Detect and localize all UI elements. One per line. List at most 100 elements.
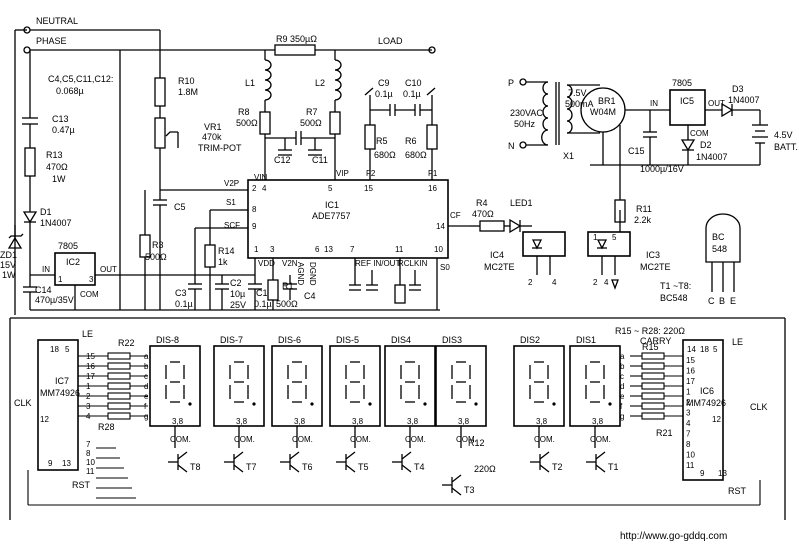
vr1-label: VR1: [204, 122, 222, 132]
d3-label: D3: [732, 84, 744, 94]
svg-text:3,8: 3,8: [236, 417, 248, 426]
svg-text:2: 2: [593, 278, 598, 287]
ic6-carry: CARRY: [640, 336, 671, 346]
ic2-part: 7805: [58, 241, 78, 251]
c9-value: 0.1µ: [375, 89, 393, 99]
r1-value: 500Ω: [276, 299, 298, 309]
watermark: http://www.go-gddq.com: [620, 531, 727, 542]
ic6-pin-label: 15: [686, 356, 695, 365]
resistor: [107, 382, 131, 390]
supply-chain: C13 0.47µ R13 470Ω 1W D1 1N4007 ZD1 15V …: [0, 50, 75, 280]
transistor: T2: [530, 451, 563, 473]
svg-text:VDD: VDD: [258, 259, 275, 268]
power-supply: P N 230VAC 50Hz X1 7.5V 500mA BR1 W04M 7…: [508, 78, 798, 174]
t-type: BC548: [660, 293, 688, 303]
svg-text:13: 13: [718, 469, 727, 478]
d1-label: D1: [40, 207, 52, 217]
svg-text:9: 9: [48, 459, 53, 468]
c14-label: C14: [35, 285, 52, 295]
transistor-label: T6: [302, 462, 313, 472]
display-com-label: COM.: [534, 435, 555, 444]
resistor: [641, 362, 665, 370]
r4-label: R4: [476, 198, 488, 208]
caps-note-1: C4,C5,C11,C12:: [48, 74, 113, 84]
r8-value: 500Ω: [236, 118, 258, 128]
resistor: [107, 362, 131, 370]
svg-text:AGND: AGND: [296, 262, 305, 285]
ic1-support: R14 1k C3 0.1µ C2 10µ 25V C1 0.1µ R1 500…: [175, 209, 438, 310]
svg-text:8: 8: [252, 205, 257, 214]
br1-value: W04M: [590, 107, 616, 117]
svg-text:4: 4: [604, 278, 609, 287]
transistor-label: T5: [358, 462, 369, 472]
display-label: DIS3: [442, 335, 462, 345]
svg-text:F1: F1: [428, 169, 438, 178]
zd1-watt: 1W: [2, 270, 16, 280]
c13-label: C13: [52, 114, 69, 124]
l1-label: L1: [245, 78, 255, 88]
svg-text:12: 12: [40, 415, 49, 424]
sense-network: R10 1.8M VR1 470k TRIM-POT C5 R3 500Ω: [119, 30, 248, 310]
t-range: T1 ~T8:: [660, 281, 691, 291]
display-label: DIS1: [576, 335, 596, 345]
c4-label: C4: [304, 291, 316, 301]
resistor: [641, 352, 665, 360]
r4-value: 470Ω: [472, 209, 494, 219]
svg-text:12: 12: [712, 415, 721, 424]
ic2-out: OUT: [100, 265, 117, 274]
vac-label: 230VAC: [510, 108, 543, 118]
x1-amp: 500mA: [565, 99, 594, 109]
svg-text:1: 1: [593, 233, 598, 242]
svg-text:3,8: 3,8: [172, 417, 184, 426]
svg-text:2: 2: [528, 278, 533, 287]
transistor: T6: [280, 451, 313, 473]
svg-text:18: 18: [50, 345, 59, 354]
svg-text:V2N: V2N: [282, 259, 298, 268]
r22-label: R22: [118, 338, 135, 348]
svg-text:14: 14: [687, 345, 696, 354]
ic7-le: LE: [82, 329, 93, 339]
r13-label: R13: [46, 150, 63, 160]
ic2-ref: IC2: [66, 257, 80, 267]
svg-text:9: 9: [252, 222, 257, 231]
r3-value: 500Ω: [145, 252, 167, 262]
svg-text:4: 4: [262, 184, 267, 193]
segment-letter: g: [620, 412, 624, 421]
svg-text:1: 1: [58, 275, 63, 284]
c15-value: 1000µ/16V: [640, 164, 684, 174]
ic4-part: MC2TE: [484, 262, 515, 272]
caps-note-2: 0.068µ: [56, 86, 84, 96]
ic5-part: 7805: [672, 78, 692, 88]
c9-label: C9: [378, 78, 390, 88]
r13-watt: 1W: [52, 174, 66, 184]
ic3-ref: IC3: [646, 250, 660, 260]
ic7-counter: [37, 339, 79, 471]
ic4-opto: [522, 231, 566, 257]
r11-value: 2.2k: [634, 215, 652, 225]
svg-text:13: 13: [324, 245, 333, 254]
c2-label: C2: [230, 278, 242, 288]
transistor-label: T1: [608, 462, 619, 472]
r7-value: 500Ω: [300, 118, 322, 128]
segment-letter: d: [144, 382, 148, 391]
c10-label: C10: [405, 78, 422, 88]
c1-label: C1: [256, 288, 268, 298]
c15-label: C15: [628, 146, 645, 156]
output-filters: C9 0.1µ C10 0.1µ R5 680Ω R6 680Ω: [364, 78, 438, 180]
svg-text:11: 11: [395, 245, 404, 254]
transistor-label: T3: [464, 485, 475, 495]
c13-value: 0.47µ: [52, 125, 75, 135]
svg-text:16: 16: [428, 184, 437, 193]
segment-letter: e: [620, 392, 625, 401]
r12-value: 220Ω: [474, 464, 496, 474]
c2-volt: 25V: [230, 300, 246, 310]
ic6-pin-label: 2: [686, 398, 691, 407]
ic6-counter: [682, 339, 724, 481]
segment-letter: b: [620, 362, 625, 371]
svg-text:2: 2: [252, 184, 257, 193]
pin-e: E: [730, 296, 736, 306]
c10-value: 0.1µ: [403, 89, 421, 99]
r9-label: R9 350µΩ: [276, 34, 317, 44]
